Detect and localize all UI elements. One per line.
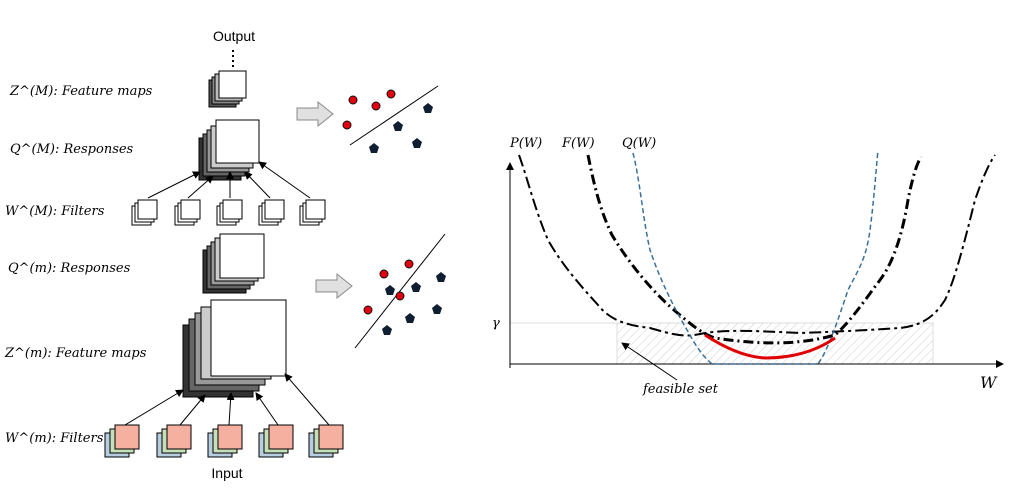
red-point (379, 269, 389, 279)
curve-label-F: F(W) (561, 136, 595, 151)
dark-point (405, 313, 415, 323)
filters-m-label: W^(m): Filters (5, 431, 104, 446)
responses-m-label: Q^(m): Responses (8, 261, 131, 276)
feasible-set-label: feasible set (642, 382, 719, 397)
dark-point (436, 272, 446, 282)
feature-maps-M-label: Z^(M): Feature maps (9, 84, 153, 99)
x-axis-label: W (980, 373, 998, 392)
red-point (404, 259, 414, 269)
responses-m-stack (202, 233, 265, 294)
red-point (348, 95, 358, 105)
red-point (371, 101, 381, 111)
dark-point (411, 282, 421, 292)
responses-M-label: Q^(M): Responses (10, 142, 134, 157)
feature-maps-m-label: Z^(m): Feature maps (4, 346, 147, 361)
gamma-label: γ (492, 316, 500, 331)
filter-arrows-M (147, 161, 311, 199)
block-arrow-bottom (315, 272, 353, 300)
curve-F (586, 154, 923, 345)
filter-arrows-m (124, 373, 330, 426)
separator-line-bottom (354, 233, 446, 349)
output-label: Output (213, 28, 255, 44)
dark-point (385, 285, 395, 295)
feature-maps-M-stack (208, 70, 247, 108)
responses-M-stack (198, 119, 260, 181)
input-label: Input (211, 465, 242, 481)
filters-M (131, 199, 326, 226)
curve-Q (632, 149, 879, 365)
dark-point (382, 325, 392, 335)
red-point (342, 120, 352, 130)
red-point (395, 291, 405, 301)
dark-point (393, 121, 403, 131)
dark-point (412, 138, 422, 148)
block-arrow-top (296, 100, 334, 128)
separator-line-top (349, 85, 439, 146)
plot: feasible set P(W) F(W) Q(W) γ W (492, 136, 1004, 397)
red-point (363, 305, 373, 315)
scatter-top (342, 89, 433, 153)
scatter-bottom (363, 259, 446, 335)
dark-point (423, 103, 433, 113)
curve-label-Q: Q(W) (622, 136, 656, 151)
curve-P (518, 154, 996, 337)
dark-point (369, 143, 379, 153)
dark-point (432, 304, 442, 314)
curve-label-P: P(W) (509, 136, 542, 151)
feature-maps-m-stack (182, 299, 287, 398)
optimum-curve (704, 333, 836, 360)
filters-m (104, 424, 344, 458)
feasible-set-arrow (621, 342, 678, 381)
filters-M-label: W^(M): Filters (5, 204, 105, 219)
red-point (386, 89, 396, 99)
